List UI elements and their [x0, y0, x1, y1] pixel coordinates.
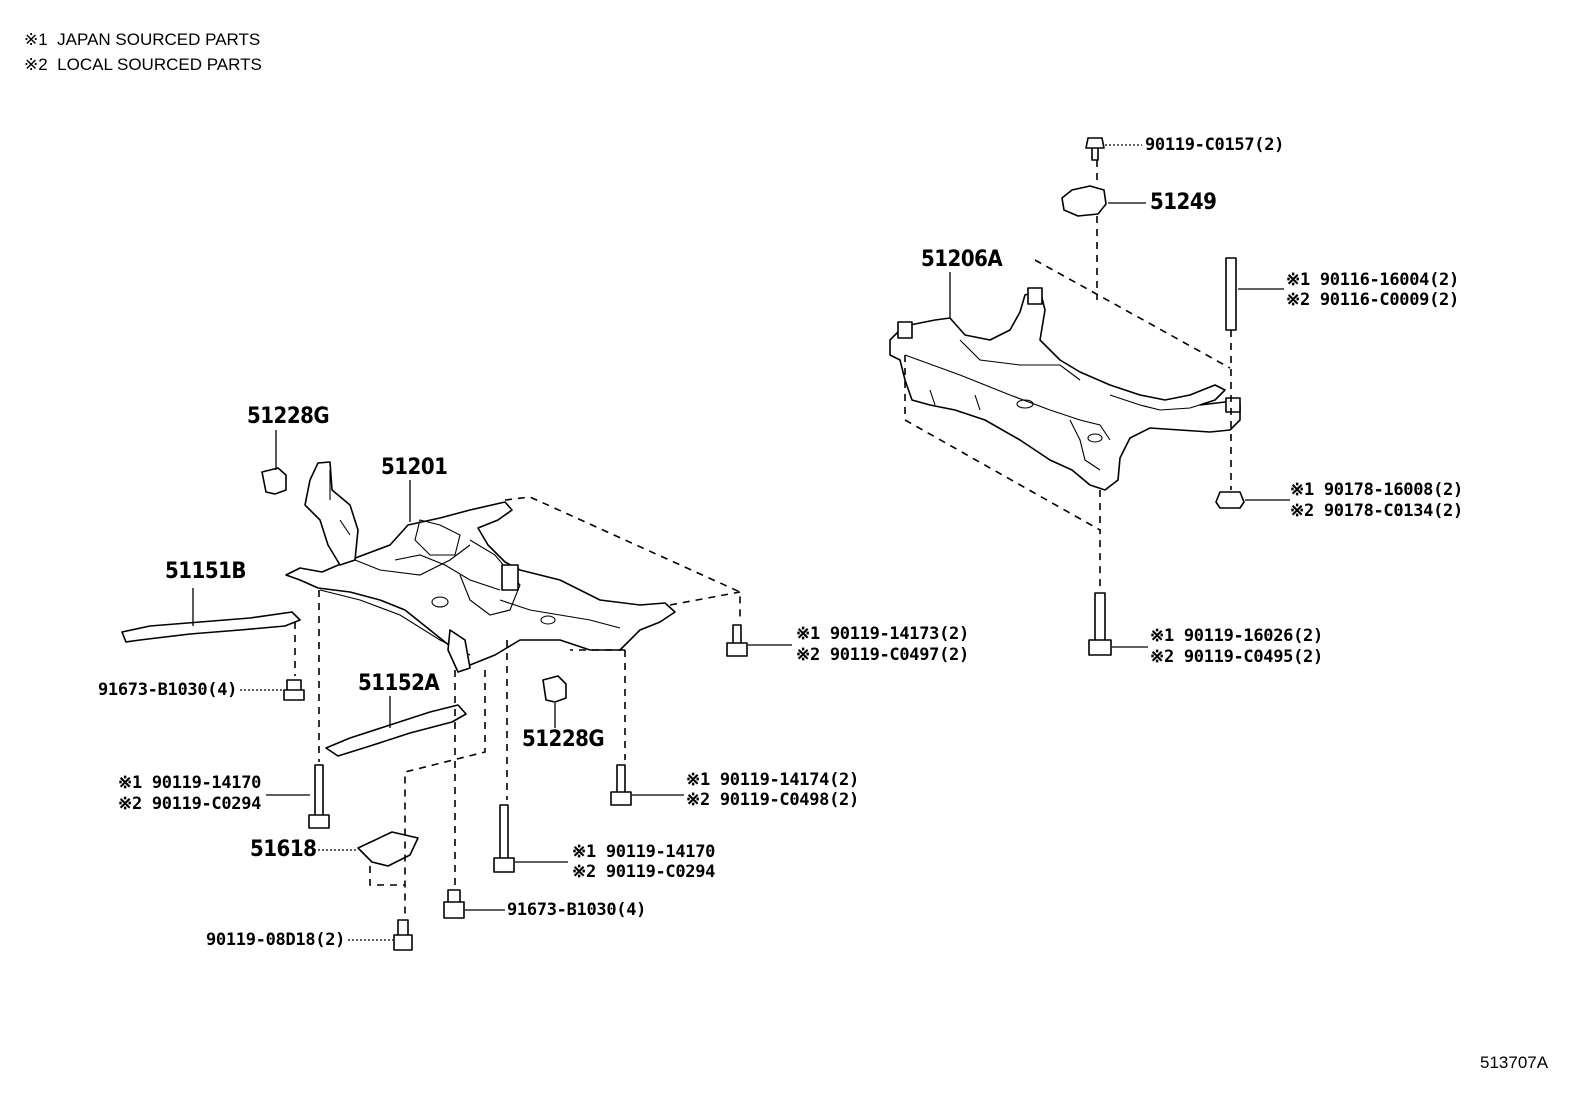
label-90119-c0294-left[interactable]: ※2 90119-C0294 [118, 796, 261, 813]
label-90119-c0497[interactable]: ※2 90119-C0497(2) [796, 647, 969, 664]
label-90119-14170-left[interactable]: ※1 90119-14170 [118, 775, 261, 792]
mark-2: ※2 [1150, 647, 1174, 667]
label-90119-c0294-mid[interactable]: ※2 90119-C0294 [572, 864, 715, 881]
brace-51151b [121, 611, 301, 643]
bracket-51228g-top [261, 467, 287, 495]
mark-2: ※2 [118, 794, 142, 814]
label-90119-08d18[interactable]: 90119-08D18(2) [206, 930, 346, 950]
mark-1: ※1 [1290, 480, 1314, 500]
bracket-51618 [357, 831, 419, 867]
mark-2: ※2 [1290, 501, 1314, 521]
bracket-51228g-bottom [542, 675, 567, 703]
label-90119-14170-mid[interactable]: ※1 90119-14170 [572, 844, 715, 861]
label-90119-14174[interactable]: ※1 90119-14174(2) [686, 772, 859, 789]
part-number: 90119-14170 [605, 842, 716, 862]
mark-1: ※1 [686, 770, 710, 790]
label-90116-c0009[interactable]: ※2 90116-C0009(2) [1286, 292, 1459, 309]
dash-lines-front [294, 496, 741, 916]
mark-1: ※1 [796, 624, 820, 644]
label-90119-c0157[interactable]: 90119-C0157(2) [1145, 135, 1285, 155]
part-number: 90119-C0497(2) [829, 645, 969, 665]
fasteners-rear [1085, 137, 1245, 656]
mark-2: ※2 [1286, 290, 1310, 310]
label-90119-14173[interactable]: ※1 90119-14173(2) [796, 626, 969, 643]
label-90116-16004[interactable]: ※1 90116-16004(2) [1286, 272, 1459, 289]
brace-51152a [325, 704, 467, 757]
label-51228g-top[interactable]: 51228G [247, 404, 330, 429]
part-number: 90119-16026(2) [1183, 626, 1323, 646]
part-number: 90178-16008(2) [1323, 480, 1463, 500]
part-number: 90119-14173(2) [829, 624, 969, 644]
mark-2: ※2 [686, 790, 710, 810]
label-51206a[interactable]: 51206A [921, 247, 1003, 272]
label-51618[interactable]: 51618 [250, 837, 317, 862]
label-51201[interactable]: 51201 [381, 455, 448, 480]
note-mark-2: ※2 [24, 55, 48, 74]
fasteners-front [283, 624, 748, 951]
part-number: 90116-C0009(2) [1319, 290, 1459, 310]
part-number: 90119-14170 [151, 773, 262, 793]
label-91673-b1030-left[interactable]: 91673-B1030(4) [98, 680, 238, 700]
mark-2: ※2 [796, 645, 820, 665]
label-51249[interactable]: 51249 [1150, 190, 1217, 215]
label-51151b[interactable]: 51151B [165, 559, 246, 584]
note-local-sourced: ※2 LOCAL SOURCED PARTS [24, 56, 262, 73]
mark-1: ※1 [572, 842, 596, 862]
note-text-2: LOCAL SOURCED PARTS [57, 55, 262, 74]
dash-lines-rear [904, 160, 1232, 590]
mark-1: ※1 [1286, 270, 1310, 290]
label-51228g-bottom[interactable]: 51228G [522, 727, 605, 752]
label-90119-c0498[interactable]: ※2 90119-C0498(2) [686, 792, 859, 809]
label-91673-b1030-bottom[interactable]: 91673-B1030(4) [507, 900, 647, 920]
label-90178-16008[interactable]: ※1 90178-16008(2) [1290, 482, 1463, 499]
leaders-rear [949, 144, 1290, 648]
diagram-code: 513707A [1480, 1053, 1549, 1072]
part-number: 90119-C0495(2) [1183, 647, 1323, 667]
mark-1: ※1 [1150, 626, 1174, 646]
note-japan-sourced: ※1 JAPAN SOURCED PARTS [24, 31, 260, 48]
part-number: 90178-C0134(2) [1323, 501, 1463, 521]
label-90178-c0134[interactable]: ※2 90178-C0134(2) [1290, 503, 1463, 520]
mark-1: ※1 [118, 773, 142, 793]
part-number: 90116-16004(2) [1319, 270, 1459, 290]
label-90119-c0495[interactable]: ※2 90119-C0495(2) [1150, 649, 1323, 666]
rear-crossmember-51206a [889, 287, 1241, 491]
part-number: 90119-C0498(2) [719, 790, 859, 810]
part-number: 90119-14174(2) [719, 770, 859, 790]
mark-2: ※2 [572, 862, 596, 882]
label-51152a[interactable]: 51152A [358, 671, 440, 696]
bracket-51249 [1061, 185, 1107, 217]
part-number: 90119-C0294 [605, 862, 716, 882]
leaders-front [192, 430, 792, 941]
note-text-1: JAPAN SOURCED PARTS [57, 30, 261, 49]
front-crossmember-51201 [285, 461, 676, 673]
label-90119-16026[interactable]: ※1 90119-16026(2) [1150, 628, 1323, 645]
note-mark-1: ※1 [24, 30, 48, 49]
part-number: 90119-C0294 [151, 794, 262, 814]
